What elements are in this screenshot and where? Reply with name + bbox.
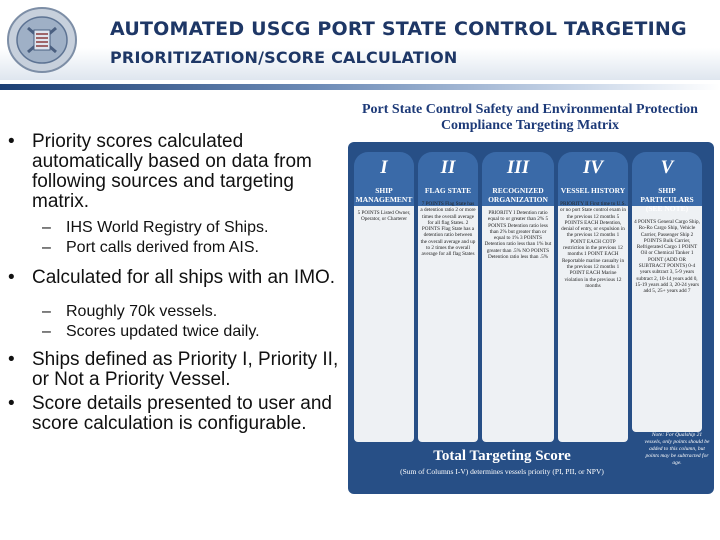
matrix-title-line-2: Compliance Targeting Matrix xyxy=(440,118,620,133)
bullet-dot-icon: • xyxy=(8,393,15,414)
column-body: PRIORITY II First time to U.S. or no por… xyxy=(560,201,626,289)
column-number: II xyxy=(440,157,456,178)
column-number: I xyxy=(380,157,388,178)
targeting-matrix-image: Port State Control Safety and Environmen… xyxy=(344,100,716,498)
bullet-text: Calculated for all ships with an IMO. xyxy=(32,267,336,288)
slide-title-line-1: AUTOMATED USCG PORT STATE CONTROL TARGET… xyxy=(110,18,687,40)
column-number: III xyxy=(506,157,530,178)
matrix-board: I SHIP MANAGEMENT 5 POINTS Listed Owner,… xyxy=(348,142,714,494)
total-targeting-score: Total Targeting Score (Sum of Columns I-… xyxy=(356,448,648,476)
matrix-column-ship-particulars: V SHIP PARTICULARS (SEE NOTE) 4 POINTS G… xyxy=(632,152,702,432)
header-rule xyxy=(0,84,720,90)
sub-bullet-item: – Port calls derived from AIS. xyxy=(8,238,348,258)
bullet-dot-icon: • xyxy=(8,131,15,152)
bullet-text: Ships defined as Priority I, Priority II… xyxy=(32,349,339,390)
uscg-seal-icon xyxy=(7,7,77,73)
column-number: IV xyxy=(582,157,604,178)
sub-bullet-item: – Scores updated twice daily. xyxy=(8,322,348,342)
bullet-text: Priority scores calculated automatically… xyxy=(32,131,312,212)
column-body: 4 POINTS General Cargo Ship, Ro-Ro Cargo… xyxy=(634,219,700,295)
total-score-title: Total Targeting Score xyxy=(433,448,571,464)
dash-icon: – xyxy=(42,303,51,320)
sub-bullet-item: – Roughly 70k vessels. xyxy=(8,302,348,322)
column-number: V xyxy=(660,157,674,178)
column-heading: SHIP MANAGEMENT xyxy=(355,186,413,204)
dash-icon: – xyxy=(42,219,51,236)
sub-bullet-text: IHS World Registry of Ships. xyxy=(66,219,269,236)
matrix-column-recognized-organization: III RECOGNIZED ORGANIZATION PRIORITY I D… xyxy=(482,152,554,442)
column-body: 5 POINTS Listed Owner, Operator, or Char… xyxy=(357,210,411,223)
bullet-text: Score details presented to user and scor… xyxy=(32,393,332,434)
bullet-dot-icon: • xyxy=(8,349,15,370)
dash-icon: – xyxy=(42,239,51,256)
sub-bullet-text: Scores updated twice daily. xyxy=(66,323,260,340)
bullet-item: • Ships defined as Priority I, Priority … xyxy=(8,350,348,390)
slide-title-line-2: PRIORITIZATION/SCORE CALCULATION xyxy=(110,48,458,67)
header-band xyxy=(0,0,720,80)
dash-icon: – xyxy=(42,323,51,340)
column-body: 7 POINTS Flag State has a detention rati… xyxy=(420,201,476,258)
column-heading: FLAG STATE xyxy=(424,186,472,195)
bullet-list: • Priority scores calculated automatical… xyxy=(8,132,348,434)
bullet-item: • Calculated for all ships with an IMO. xyxy=(8,268,348,288)
matrix-title-line-1: Port State Control Safety and Environmen… xyxy=(362,102,698,117)
sub-bullet-text: Port calls derived from AIS. xyxy=(66,239,259,256)
sub-bullet-text: Roughly 70k vessels. xyxy=(66,303,218,320)
bullet-item: • Priority scores calculated automatical… xyxy=(8,132,348,212)
total-score-subtitle: (Sum of Columns I-V) determines vessels … xyxy=(400,467,604,476)
column-heading: VESSEL HISTORY xyxy=(560,186,626,195)
column-heading: SHIP PARTICULARS (SEE NOTE) xyxy=(640,186,694,213)
matrix-column-flag-state: II FLAG STATE 7 POINTS Flag State has a … xyxy=(418,152,478,442)
bullet-item: • Score details presented to user and sc… xyxy=(8,394,348,434)
matrix-column-ship-management: I SHIP MANAGEMENT 5 POINTS Listed Owner,… xyxy=(354,152,414,442)
bullet-dot-icon: • xyxy=(8,267,15,288)
slide-header: AUTOMATED USCG PORT STATE CONTROL TARGET… xyxy=(0,0,720,95)
qualship-note: Note: For Qualship 21 vessels, only poin… xyxy=(644,432,710,466)
sub-bullet-item: – IHS World Registry of Ships. xyxy=(8,218,348,238)
column-heading: RECOGNIZED ORGANIZATION xyxy=(488,186,548,204)
column-body: PRIORITY I Detention ratio equal to or g… xyxy=(484,210,552,261)
matrix-title: Port State Control Safety and Environmen… xyxy=(344,102,716,134)
matrix-column-vessel-history: IV VESSEL HISTORY PRIORITY II First time… xyxy=(558,152,628,442)
